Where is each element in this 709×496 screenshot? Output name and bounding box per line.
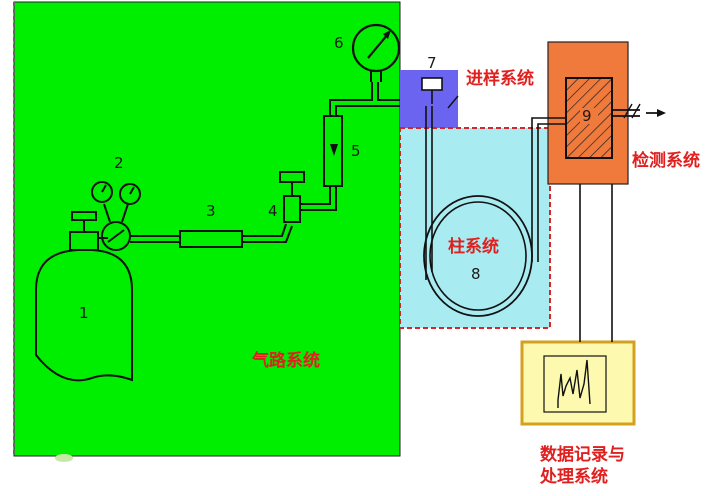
gas-cylinder [35, 211, 133, 382]
coiled-column [423, 106, 566, 317]
injector [421, 77, 459, 109]
label-number-8: 8 [471, 265, 481, 283]
label-number-4: 4 [268, 202, 278, 220]
label-number-2: 2 [114, 154, 124, 172]
label-number-1: 1 [79, 304, 89, 322]
label-number-6: 6 [334, 34, 344, 52]
label-number-7: 7 [427, 54, 437, 72]
signal-wire [579, 184, 613, 342]
pipe-purifier-to-valve [242, 223, 293, 243]
column-system-region [399, 127, 551, 329]
label-number-9: 9 [582, 107, 592, 125]
pressure-regulator [91, 181, 180, 251]
chromatogram-trace [543, 355, 607, 413]
decorative-blob [55, 454, 73, 462]
gas-system-region [13, 1, 401, 457]
detection-system-label: 检测系统 [632, 151, 700, 171]
flowmeter [323, 82, 400, 187]
pressure-gauge [351, 23, 401, 82]
needle-valve [279, 171, 337, 223]
data-system-label-line1: 数据记录与 [540, 445, 625, 465]
column-system-label: 柱系统 [448, 237, 499, 257]
label-number-3: 3 [206, 202, 216, 220]
purifier-tube [179, 230, 243, 248]
data-system-label-line2: 处理系统 [540, 467, 608, 487]
detector [565, 77, 666, 159]
gas-system-label: 气路系统 [252, 351, 320, 371]
label-number-5: 5 [351, 142, 361, 160]
injection-system-label: 进样系统 [466, 69, 534, 89]
